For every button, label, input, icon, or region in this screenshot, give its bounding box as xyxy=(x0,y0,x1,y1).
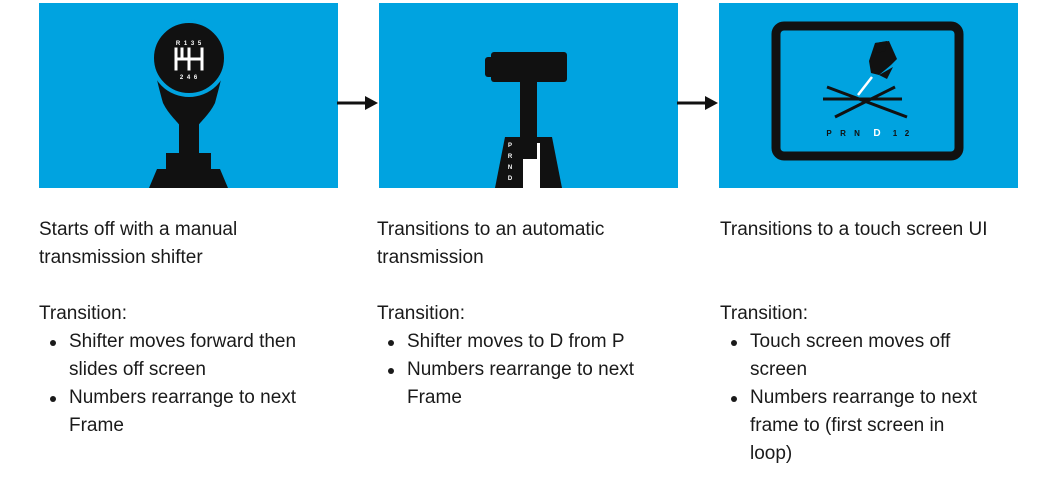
gear-selector-labels: P R N D 1 2 xyxy=(826,128,909,139)
svg-text:N: N xyxy=(854,129,860,138)
touch-screen-frame-icon xyxy=(771,21,964,161)
manual-shifter-illustration: R 1 3 5 2 4 6 xyxy=(149,19,228,188)
right-arrow-icon xyxy=(677,96,718,110)
shifter-stem-icon xyxy=(179,121,199,161)
transition-label: Transition: xyxy=(39,303,127,324)
step-3-caption: Transitions to a touch screen UI Transit… xyxy=(720,216,1020,468)
shift-lever-icon xyxy=(520,79,537,159)
gear-bottom-labels: 2 4 6 xyxy=(180,75,198,81)
manual-shifter-panel: R 1 3 5 2 4 6 xyxy=(39,3,338,188)
active-gear-label: D xyxy=(873,128,880,139)
shift-handle-icon xyxy=(491,52,567,82)
right-arrow-icon xyxy=(337,96,378,110)
automatic-shifter-panel: P R N D xyxy=(379,3,678,188)
pushpin-icon xyxy=(857,41,897,96)
crossed-lines-icon xyxy=(823,85,908,119)
touch-screen-panel: P R N D 1 2 xyxy=(719,3,1018,188)
touch-screen-illustration: P R N D 1 2 xyxy=(771,21,964,161)
gear-gate-labels: P R N D xyxy=(508,143,513,182)
transition-label: Transition: xyxy=(377,303,465,324)
svg-text:D: D xyxy=(508,176,513,182)
svg-text:1: 1 xyxy=(893,129,898,138)
transition-list: Shifter moves to D from P Numbers rearra… xyxy=(377,328,677,412)
svg-text:N: N xyxy=(508,165,512,171)
list-item: Shifter moves to D from P xyxy=(388,328,677,356)
svg-text:R: R xyxy=(508,154,513,160)
transition-label: Transition: xyxy=(720,303,808,324)
svg-text:R: R xyxy=(840,129,846,138)
svg-text:P: P xyxy=(508,143,512,149)
shifter-base-icon xyxy=(149,153,228,188)
automatic-shifter-illustration: P R N D xyxy=(485,52,567,188)
shift-button-icon xyxy=(485,57,495,77)
svg-text:2: 2 xyxy=(905,129,910,138)
gear-top-labels: R 1 3 5 xyxy=(176,41,202,47)
step-title: Transitions to a touch screen UI xyxy=(720,219,988,240)
svg-text:P: P xyxy=(826,129,832,138)
shift-pattern-icon xyxy=(174,47,204,71)
